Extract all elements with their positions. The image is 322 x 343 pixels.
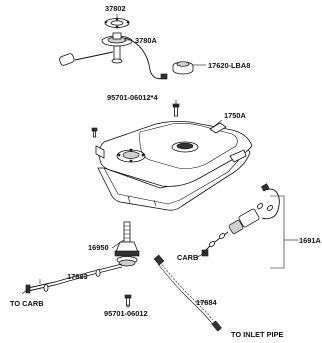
bolt-small-left — [91, 127, 98, 138]
fuel-tube-17683 — [21, 263, 123, 295]
fuel-cock-assembly-16950 — [114, 221, 140, 267]
leader-lines — [39, 14, 223, 308]
label-bolt-95701-06012: 95701-06012 — [104, 309, 148, 318]
fuel-tank-1750A — [95, 121, 253, 211]
fuel-filler-cap-17620-LBA8 — [172, 61, 194, 75]
label-fuel-cock-16950: 16950 — [88, 243, 109, 252]
fuel-sender-unit-3780A — [59, 32, 168, 80]
fuel-tube-17684 — [153, 254, 222, 332]
label-to-carb: TO CARB — [10, 299, 44, 308]
label-to-inlet-pipe: TO INLET PIPE — [231, 330, 283, 339]
label-carb-arrow: CARB — [177, 253, 198, 262]
gasket-37802 — [104, 17, 130, 29]
label-sender-unit-3780A: 3780A — [135, 36, 157, 45]
label-fuel-tank-1750A: 1750A — [224, 111, 246, 120]
bolt-95701-06012x4 — [172, 103, 180, 117]
label-tube-17683: 17683 — [67, 272, 88, 281]
label-filler-cap-17620-LBA8: 17620-LBA8 — [208, 61, 250, 70]
label-tube-17684: 17684 — [196, 298, 217, 307]
label-filter-assembly-1691A: 1691A — [299, 236, 321, 245]
fuel-filter-assembly-1691A — [201, 183, 298, 269]
label-gasket-37802: 37802 — [105, 4, 126, 13]
label-bolt-95701-06012x4: 95701-06012*4 — [107, 93, 158, 102]
